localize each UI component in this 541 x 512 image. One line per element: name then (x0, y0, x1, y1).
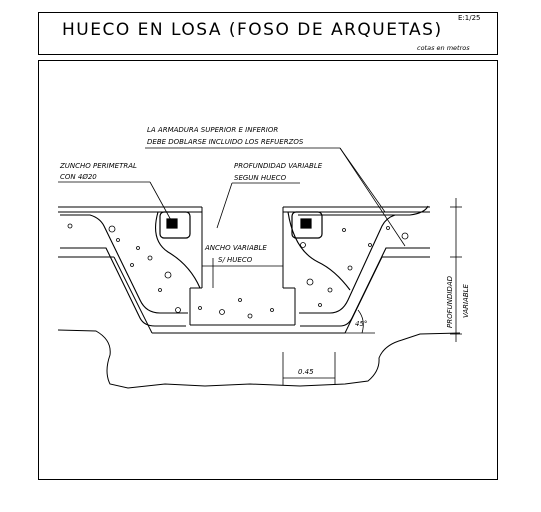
width-dimension (202, 258, 283, 288)
title-box (38, 12, 498, 55)
leaders (58, 147, 406, 247)
dimension-045 (282, 352, 336, 385)
perimeter-stirrups (159, 211, 323, 239)
depth-dimension (450, 198, 462, 342)
label-dimension: 0.45 (298, 368, 314, 376)
label-profundidad-2: SEGUN HUECO (234, 174, 287, 182)
rebar (60, 205, 430, 327)
label-ancho-2: S/ HUECO (218, 256, 253, 264)
label-side-2: VARIABLE (462, 283, 470, 318)
ground-line (57, 329, 461, 389)
label-armadura-1: LA ARMADURA SUPERIOR E INFERIOR (147, 126, 278, 134)
label-armadura-2: DEBE DOBLARSE INCLUIDO LOS REFUERZOS (147, 138, 304, 146)
angle-mark (345, 309, 375, 334)
units-note: cotas en metros (417, 44, 470, 52)
scale-label: E:1/25 (458, 14, 481, 22)
label-zuncho-1: ZUNCHO PERIMETRAL (59, 162, 137, 170)
slab-outline (58, 206, 430, 334)
label-ancho-1: ANCHO VARIABLE (204, 244, 267, 252)
drawing-box (38, 60, 498, 480)
label-side-1: PROFUNDIDAD (446, 275, 454, 328)
drawing-title: HUECO EN LOSA (FOSO DE ARQUETAS) (62, 20, 443, 40)
label-angle: 45° (355, 320, 367, 328)
label-zuncho-2: CON 4Ø20 (60, 173, 97, 181)
concrete-aggregate (67, 223, 409, 319)
label-profundidad-1: PROFUNDIDAD VARIABLE (234, 162, 323, 170)
